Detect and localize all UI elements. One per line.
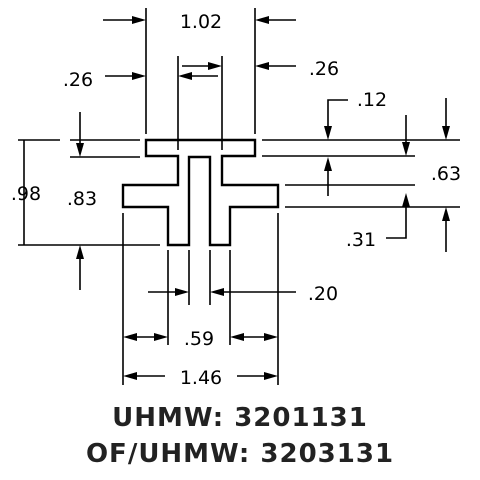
- dim-right-lower: .31: [346, 229, 376, 251]
- part-number: 3203131: [260, 439, 395, 469]
- dim-slot-width: .20: [308, 283, 338, 305]
- dim-top-width: 1.02: [180, 11, 222, 33]
- profile-drawing: 1.02 .26 .26 .12 .98 .83 .63 .31 .20 .59…: [11, 8, 461, 389]
- part-row-uhmw: UHMW: 3201131: [0, 400, 480, 436]
- part-row-of-uhmw: OF/UHMW: 3203131: [0, 436, 480, 472]
- dim-cap-thickness: .12: [357, 89, 387, 111]
- part-label: OF/UHMW:: [85, 439, 251, 469]
- dimension-arrows: [18, 16, 450, 380]
- part-number: 3201131: [234, 403, 368, 433]
- dim-base-width: 1.46: [180, 367, 222, 389]
- part-label: UHMW:: [112, 403, 225, 433]
- extension-lines: [18, 8, 460, 385]
- part-numbers: UHMW: 3201131 OF/UHMW: 3203131: [0, 400, 480, 472]
- dim-right-upper: .63: [431, 163, 461, 185]
- dim-right-flange: .26: [309, 58, 339, 80]
- dim-overall-height: .98: [11, 183, 41, 205]
- dim-inner-height: .83: [67, 188, 97, 210]
- dim-left-flange: .26: [63, 69, 93, 91]
- dim-stem-width: .59: [184, 328, 214, 350]
- t-profile-outline: [121, 138, 280, 247]
